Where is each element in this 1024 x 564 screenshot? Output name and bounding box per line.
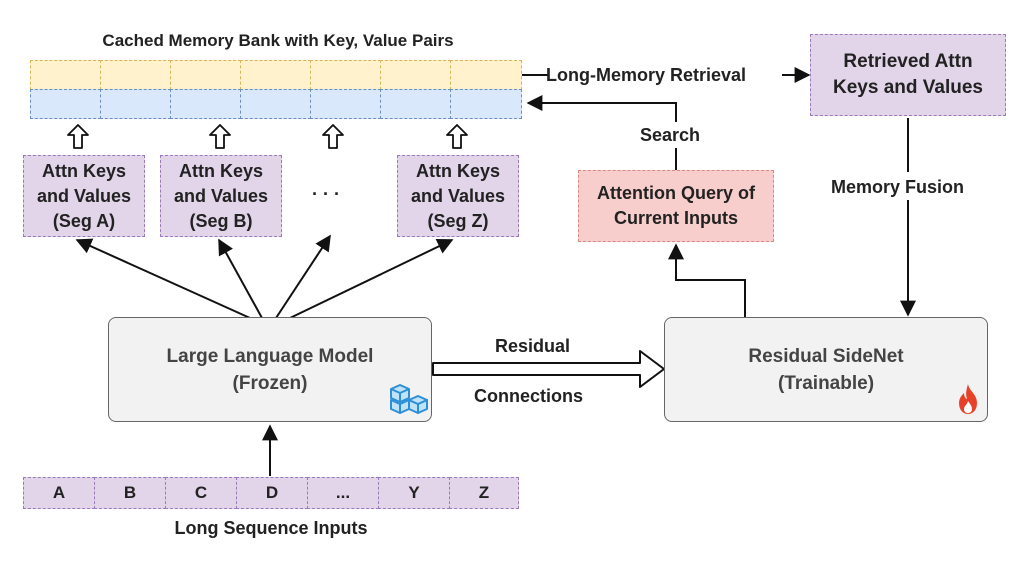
seg-b-box: Attn Keys and Values (Seg B)	[160, 155, 282, 237]
value-cell	[30, 89, 101, 119]
seg-z-text: Attn Keys and Values (Seg Z)	[410, 160, 506, 231]
arrow-search-to-bank	[526, 95, 677, 122]
flame-icon	[959, 384, 977, 414]
llm-box: Large Language Model (Frozen)	[108, 317, 432, 422]
retrieved-keys-values-box: Retrieved Attn Keys and Values	[810, 34, 1006, 116]
value-cell	[380, 89, 451, 119]
llm-title: Large Language Model	[166, 345, 374, 367]
key-cell	[100, 60, 171, 90]
seg-z-box: Attn Keys and Values (Seg Z)	[397, 155, 519, 237]
key-cell	[240, 60, 311, 90]
attention-query-text: Attention Query of Current Inputs	[597, 183, 755, 228]
input-token: D	[236, 477, 308, 509]
hollow-arrow-seg-a	[67, 124, 89, 149]
arrow-llm-to-seg-a	[75, 238, 251, 319]
value-cell	[170, 89, 241, 119]
llm-subtitle: (Frozen)	[232, 372, 308, 394]
attention-query-box: Attention Query of Current Inputs	[578, 170, 774, 242]
memory-bank	[30, 60, 522, 120]
input-token: B	[94, 477, 166, 509]
memory-bank-title: Cached Memory Bank with Key, Value Pairs	[102, 31, 454, 50]
long-sequence-inputs-caption: Long Sequence Inputs	[174, 518, 368, 538]
input-token: C	[165, 477, 237, 509]
arrow-llm-to-seg-z	[289, 239, 454, 319]
arrow-sidenet-to-query	[668, 243, 746, 317]
arrow-llm-to-seg-b	[218, 238, 263, 319]
hollow-arrow-residual	[432, 350, 665, 388]
key-cell	[450, 60, 522, 90]
residual-label: Residual	[495, 336, 571, 356]
value-cell	[240, 89, 311, 119]
input-token: Z	[449, 477, 519, 509]
sidenet-title: Residual SideNet	[748, 345, 904, 367]
segment-ellipsis: · · ·	[312, 184, 340, 204]
seg-b-text: Attn Keys and Values (Seg B)	[173, 160, 269, 231]
input-token: Y	[378, 477, 450, 509]
hollow-arrow-ellipsis	[322, 124, 344, 149]
input-token: ...	[307, 477, 379, 509]
search-label: Search	[640, 125, 701, 145]
frozen-cubes-icon	[390, 384, 428, 414]
value-cell	[450, 89, 522, 119]
key-cell	[30, 60, 101, 90]
memory-fusion-label: Memory Fusion	[829, 176, 967, 199]
value-cell	[100, 89, 171, 119]
residual-sidenet-box: Residual SideNet (Trainable)	[664, 317, 988, 422]
key-cell	[380, 60, 451, 90]
input-token-row: A B C D ... Y Z	[23, 477, 519, 509]
hollow-arrow-seg-z	[446, 124, 468, 149]
hollow-arrow-seg-b	[209, 124, 231, 149]
seg-a-text: Attn Keys and Values (Seg A)	[36, 160, 132, 231]
long-memory-retrieval-label: Long-Memory Retrieval	[546, 65, 747, 85]
input-token: A	[23, 477, 95, 509]
connections-label: Connections	[474, 386, 584, 406]
value-cell	[310, 89, 381, 119]
retrieved-keys-values-text: Retrieved Attn Keys and Values	[833, 51, 983, 98]
sidenet-subtitle: (Trainable)	[777, 372, 875, 394]
key-cell	[170, 60, 241, 90]
seg-a-box: Attn Keys and Values (Seg A)	[23, 155, 145, 237]
arrow-llm-to-ellipsis	[275, 234, 331, 319]
key-cell	[310, 60, 381, 90]
